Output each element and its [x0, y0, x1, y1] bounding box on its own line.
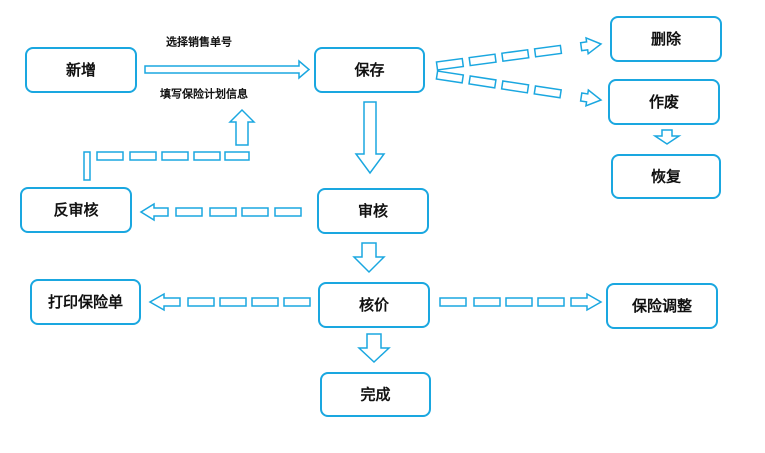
node-delete[interactable]: 删除	[610, 16, 722, 62]
edge-label-select-sales-no: 选择销售单号	[166, 35, 232, 49]
arrow-save-to-void	[435, 70, 603, 107]
arrow-price-to-done	[357, 333, 391, 364]
node-print[interactable]: 打印保险单	[30, 279, 141, 325]
dash-segment	[468, 75, 497, 89]
arrow-head	[579, 88, 603, 107]
node-void[interactable]: 作废	[608, 79, 720, 125]
arrow-audit-to-price	[352, 242, 386, 274]
arrow-audit-to-unaudit	[139, 202, 302, 222]
node-save-label: 保存	[353, 61, 384, 79]
arrow-price-to-adjust	[439, 292, 603, 312]
node-price-label: 核价	[359, 296, 390, 314]
node-add[interactable]: 新增	[25, 47, 137, 93]
node-adjust[interactable]: 保险调整	[606, 283, 718, 329]
node-done[interactable]: 完成	[320, 372, 431, 417]
arrow-save-to-audit	[354, 101, 386, 175]
dash-segment	[435, 70, 465, 84]
node-audit[interactable]: 审核	[317, 188, 429, 234]
arrow-head	[579, 36, 603, 56]
arrow-save-to-delete	[435, 36, 603, 71]
dash-segment	[501, 48, 530, 63]
node-unaudit-label: 反审核	[53, 201, 98, 219]
node-delete-label: 删除	[651, 30, 682, 48]
dash-segment	[500, 80, 530, 94]
arrow-add-to-save	[144, 59, 311, 80]
node-audit-label: 审核	[358, 202, 388, 220]
arrow-price-to-print	[148, 292, 311, 312]
node-print-label: 打印保险单	[48, 293, 123, 311]
node-restore-label: 恢复	[651, 168, 682, 186]
edge-label-fill-insurance-plan: 填写保险计划信息	[160, 87, 248, 101]
node-save[interactable]: 保存	[314, 47, 425, 93]
arrow-unaudit-to-fill-info	[83, 108, 256, 181]
arrow-void-to-restore	[652, 129, 682, 145]
node-void-label: 作废	[649, 93, 679, 111]
node-restore[interactable]: 恢复	[611, 154, 721, 199]
node-adjust-label: 保险调整	[631, 297, 692, 315]
dash-segment	[435, 57, 465, 71]
node-done-label: 完成	[360, 386, 390, 404]
dash-segment	[468, 53, 497, 67]
node-add-label: 新增	[66, 61, 96, 79]
dash-segment	[533, 44, 563, 58]
node-price[interactable]: 核价	[318, 282, 430, 328]
node-unaudit[interactable]: 反审核	[20, 187, 132, 233]
dash-segment	[533, 85, 563, 99]
